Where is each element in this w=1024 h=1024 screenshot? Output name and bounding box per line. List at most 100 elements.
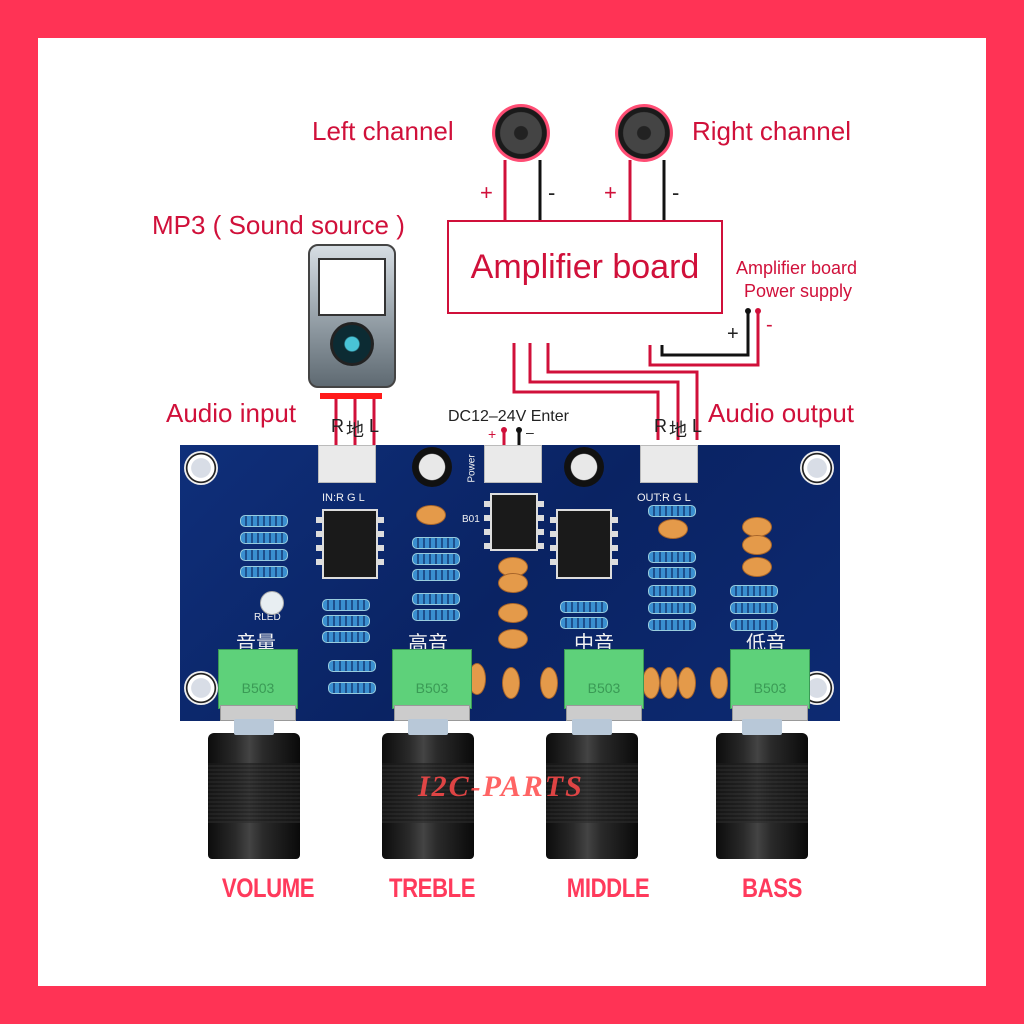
resistor (560, 601, 608, 613)
resistor (328, 682, 376, 694)
watermark: I2C-PARTS (418, 770, 584, 803)
left-speaker-icon (492, 104, 550, 162)
resistor (412, 537, 460, 549)
ceramic-capacitor (742, 535, 772, 555)
resistor (322, 631, 370, 643)
power-plus-wire (660, 312, 750, 357)
resistor (412, 609, 460, 621)
ceramic-capacitor (498, 573, 528, 593)
audio-input-pin-g: 地 (346, 420, 364, 440)
volume-knob[interactable] (208, 719, 300, 859)
left-channel-label: Left channel (312, 116, 454, 146)
amplifier-power-label-line2: Power supply (744, 281, 853, 301)
volume-potentiometer: B503 (218, 649, 298, 709)
right-minus-sign: - (672, 180, 680, 205)
audio-output-wire-r (512, 343, 660, 440)
audio-output-wire-l (546, 343, 699, 440)
mp3-screen (318, 258, 386, 316)
dc-plus-sign: + (488, 426, 497, 442)
ceramic-capacitor (742, 517, 772, 537)
resistor (648, 585, 696, 597)
audio-input-label: Audio input (166, 398, 297, 428)
led-silkscreen: RLED (254, 612, 281, 623)
resistor (730, 602, 778, 614)
resistor (412, 569, 460, 581)
resistor (730, 619, 778, 631)
op-amp-chip-1 (316, 509, 384, 579)
power-minus-sign: - (766, 314, 773, 336)
ceramic-capacitor (742, 557, 772, 577)
audio-output-pin-l: L (692, 416, 703, 436)
ceramic-capacitor (642, 667, 660, 699)
audio-input-connector (318, 445, 376, 483)
resistor (412, 593, 460, 605)
amplifier-board-box: Amplifier board (447, 220, 723, 314)
resistor (240, 549, 288, 561)
bass-potentiometer: B503 (730, 649, 810, 709)
resistor (648, 602, 696, 614)
resistor (322, 615, 370, 627)
bass-knob[interactable] (716, 719, 808, 859)
out-silkscreen: OUT:R G L (637, 492, 691, 504)
resistor (240, 532, 288, 544)
dc-minus-sign: – (526, 424, 534, 440)
in-silkscreen: IN:R G L (322, 492, 365, 504)
power-input-connector (484, 445, 542, 483)
bridge-silkscreen: B01 (462, 514, 480, 525)
audio-input-pin-r: R (331, 416, 344, 436)
resistor (560, 617, 608, 629)
right-channel-label: Right channel (692, 116, 851, 146)
audio-output-pin-r: R (654, 416, 667, 436)
treble-knob[interactable] (382, 719, 474, 859)
amplifier-board-label: Amplifier board (470, 247, 700, 286)
sound-source-label: MP3 ( Sound source ) (152, 210, 405, 240)
ceramic-capacitor (498, 629, 528, 649)
audio-output-connector (640, 445, 698, 483)
ceramic-capacitor (540, 667, 558, 699)
mp3-play-wheel (330, 322, 374, 366)
power-plus-sign: + (727, 323, 739, 345)
op-amp-chip-2 (550, 509, 618, 579)
audio-input-bar (320, 393, 382, 399)
resistor (648, 505, 696, 517)
resistor (648, 551, 696, 563)
resistor (412, 553, 460, 565)
ceramic-capacitor (710, 667, 728, 699)
right-speaker-icon (615, 104, 673, 162)
electrolytic-capacitor-1 (412, 447, 452, 487)
resistor (240, 566, 288, 578)
audio-output-wire-g (528, 343, 680, 440)
ceramic-capacitor (502, 667, 520, 699)
electrolytic-capacitor-2 (564, 447, 604, 487)
left-minus-sign: - (548, 180, 556, 205)
middle-knob[interactable] (546, 719, 638, 859)
tone-control-pcb: IN:R G L OUT:R G L Power B01 RLED (180, 445, 840, 721)
treble-potentiometer: B503 (392, 649, 472, 709)
mount-hole-top-left (184, 451, 218, 485)
mount-hole-bottom-left (184, 671, 218, 705)
ceramic-capacitor (678, 667, 696, 699)
treble-label: TREBLE (388, 873, 476, 903)
left-plus-sign: + (480, 180, 493, 205)
audio-input-pin-l: L (369, 416, 380, 436)
resistor (240, 515, 288, 527)
ceramic-capacitor (498, 603, 528, 623)
ceramic-capacitor (416, 505, 446, 525)
resistor (648, 619, 696, 631)
resistor (322, 599, 370, 611)
resistor (328, 660, 376, 672)
power-silkscreen: Power (466, 454, 478, 483)
bridge-rectifier (484, 493, 544, 555)
ceramic-capacitor (660, 667, 678, 699)
dc-input-label: DC12–24V Enter (448, 408, 569, 425)
resistor (648, 567, 696, 579)
amplifier-power-label-line1: Amplifier board (736, 258, 858, 278)
bass-label: BASS (742, 873, 802, 903)
power-led (260, 591, 284, 615)
audio-output-label: Audio output (708, 398, 855, 428)
mount-hole-top-right (800, 451, 834, 485)
resistor (730, 585, 778, 597)
middle-potentiometer: B503 (564, 649, 644, 709)
right-plus-sign: + (604, 180, 617, 205)
mp3-player-icon (308, 244, 396, 388)
